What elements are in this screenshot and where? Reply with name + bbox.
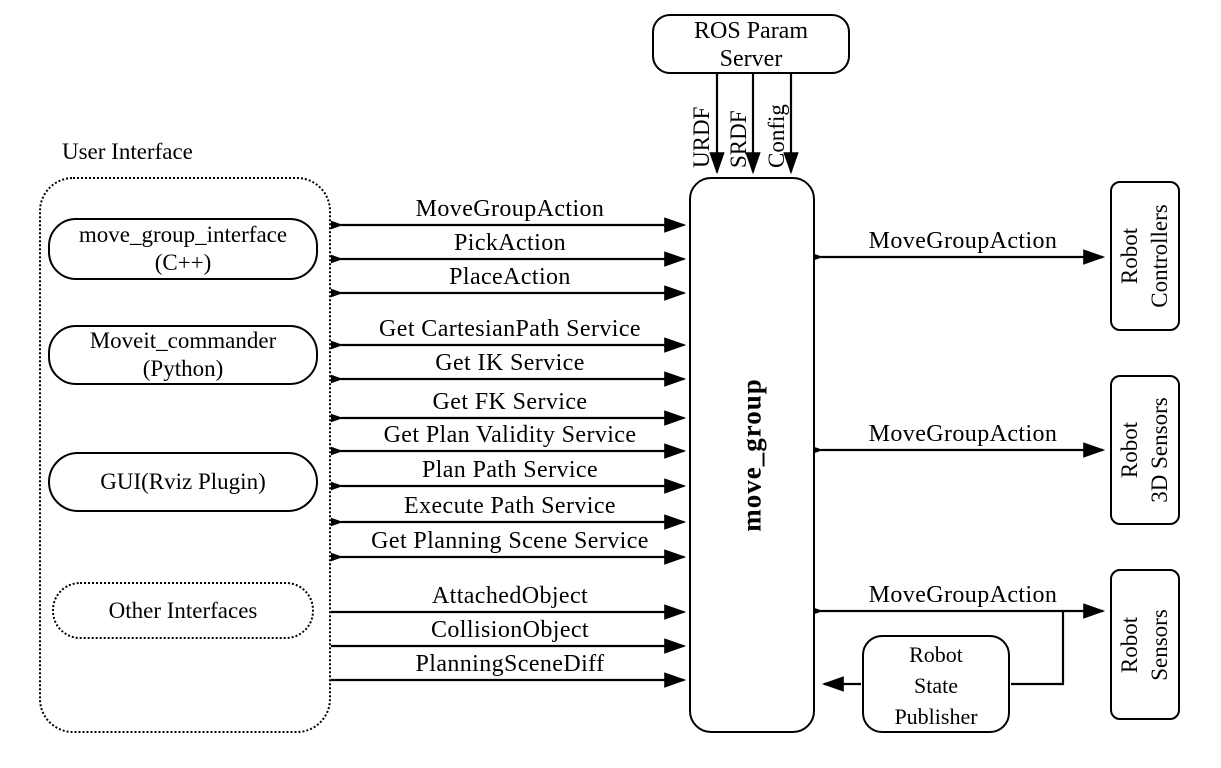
- label-movegroupaction-3dsensors: MoveGroupAction: [868, 421, 1058, 447]
- robot-sensors-box: Robot Sensors: [1110, 569, 1180, 720]
- config-feed-label: Config: [764, 58, 790, 168]
- srdf-label-text: SRDF: [726, 110, 751, 168]
- move-group-label: move_group: [736, 378, 767, 532]
- robot-3d-sensors-label: Robot 3D Sensors: [1115, 375, 1175, 525]
- robot-controllers-line2: Controllers: [1147, 204, 1172, 308]
- ros-param-server-line1: ROS Param: [694, 18, 808, 44]
- robot-sensors-line1: Robot: [1117, 616, 1142, 673]
- robot-sensors-line2: Sensors: [1147, 608, 1172, 681]
- other-interfaces-box: Other Interfaces: [52, 582, 314, 639]
- urdf-feed-label: URDF: [689, 58, 715, 168]
- label-movegroupaction-sensors: MoveGroupAction: [868, 582, 1058, 608]
- robot-state-publisher-line1: Robot: [909, 642, 963, 667]
- label-get-planning-scene-service: Get Planning Scene Service: [371, 528, 649, 554]
- robot-state-publisher-line3: Publisher: [894, 704, 978, 729]
- junction-line-robot-state-publisher: [1011, 612, 1065, 686]
- gui-rviz-plugin-box: GUI(Rviz Plugin): [48, 452, 318, 512]
- label-execute-path-service: Execute Path Service: [404, 493, 616, 519]
- other-interfaces-label: Other Interfaces: [108, 597, 258, 623]
- label-get-fk-service: Get FK Service: [432, 389, 588, 415]
- label-planningscenediff: PlanningSceneDiff: [415, 651, 605, 677]
- robot-controllers-label: Robot Controllers: [1115, 181, 1175, 331]
- label-get-ik-service: Get IK Service: [435, 350, 585, 376]
- label-placeaction: PlaceAction: [449, 264, 571, 290]
- move-group-interface-line2: (C++): [154, 250, 212, 275]
- gui-rviz-plugin-label: GUI(Rviz Plugin): [100, 469, 266, 494]
- label-pickaction: PickAction: [454, 230, 566, 256]
- robot-controllers-line1: Robot: [1117, 227, 1142, 285]
- moveit-commander-line2: (Python): [142, 356, 224, 381]
- label-collisionobject: CollisionObject: [431, 617, 589, 643]
- robot-3d-sensors-box: Robot 3D Sensors: [1110, 375, 1180, 525]
- move-group-interface-box: move_group_interface (C++): [48, 218, 318, 280]
- label-get-cartesianpath-service: Get CartesianPath Service: [379, 316, 641, 342]
- robot-controllers-box: Robot Controllers: [1110, 181, 1180, 331]
- robot-sensors-label: Robot Sensors: [1115, 570, 1175, 720]
- ros-param-server-line2: Server: [719, 46, 783, 72]
- moveit-commander-line1: Moveit_commander: [89, 328, 277, 353]
- robot-state-publisher-box: Robot State Publisher: [862, 635, 1010, 733]
- move-group-interface-line1: move_group_interface: [78, 222, 288, 247]
- move-group-node-box: move_group: [689, 177, 815, 733]
- robot-3d-sensors-line2: 3D Sensors: [1147, 397, 1172, 503]
- config-label-text: Config: [764, 104, 789, 168]
- user-interface-title: User Interface: [62, 139, 193, 164]
- label-get-plan-validity-service: Get Plan Validity Service: [383, 422, 637, 448]
- srdf-feed-label: SRDF: [726, 58, 752, 168]
- moveit-commander-box: Moveit_commander (Python): [48, 325, 318, 385]
- label-movegroupaction: MoveGroupAction: [415, 196, 605, 222]
- robot-state-publisher-line2: State: [914, 673, 958, 698]
- label-movegroupaction-controllers: MoveGroupAction: [868, 228, 1058, 254]
- label-attachedobject: AttachedObject: [431, 583, 589, 609]
- label-plan-path-service: Plan Path Service: [421, 457, 599, 483]
- robot-3d-sensors-line1: Robot: [1117, 421, 1142, 479]
- urdf-label-text: URDF: [689, 106, 714, 168]
- ros-param-server-box: ROS Param Server: [652, 14, 850, 74]
